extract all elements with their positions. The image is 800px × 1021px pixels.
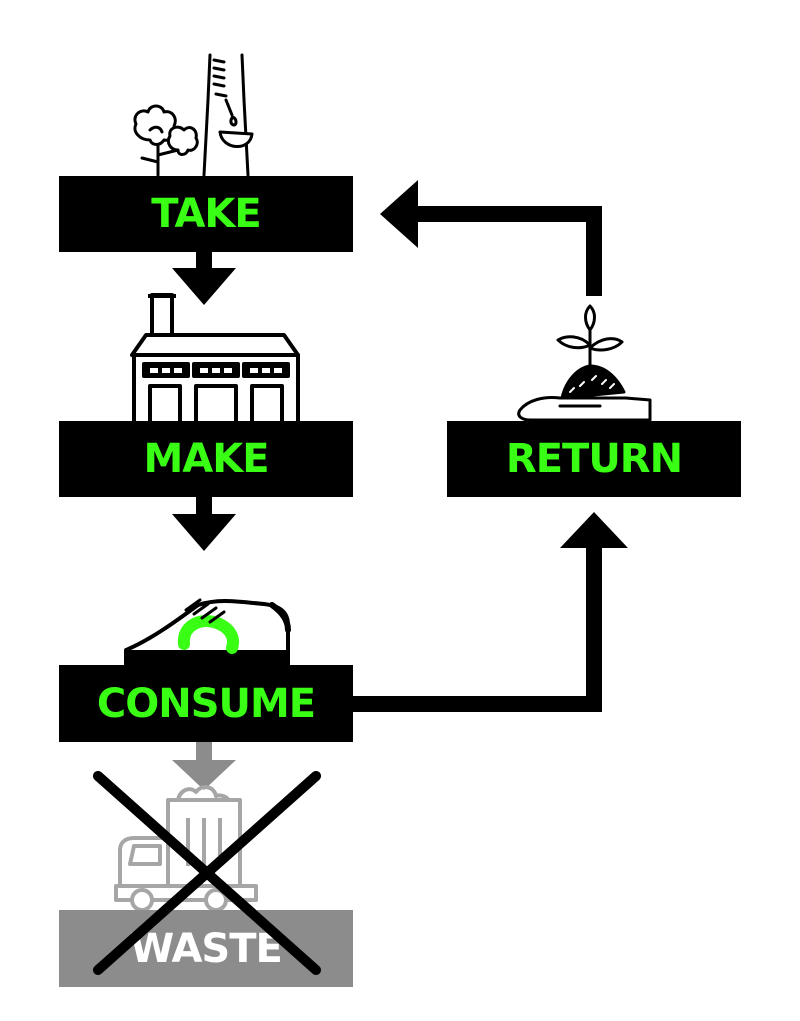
sneaker-icon <box>124 598 291 666</box>
step-make-box: MAKE <box>59 421 353 497</box>
arrow-consume-to-return <box>350 512 628 712</box>
arrow-consume-to-waste <box>172 742 236 790</box>
step-consume-box: CONSUME <box>59 665 353 742</box>
step-return-box: RETURN <box>447 421 741 497</box>
plant-in-hand-icon <box>517 304 652 422</box>
rubber-tree-tap-icon <box>202 53 254 177</box>
step-consume-label: CONSUME <box>96 680 316 727</box>
factory-icon <box>130 293 300 425</box>
arrow-take-to-make <box>172 251 236 305</box>
cotton-plant-icon <box>133 104 199 177</box>
step-return-label: RETURN <box>505 436 683 482</box>
step-waste-label: WASTE <box>130 925 283 972</box>
step-take-label: TAKE <box>151 191 261 237</box>
step-take-box: TAKE <box>59 176 353 252</box>
arrow-return-to-take <box>380 180 602 296</box>
arrow-make-to-consume <box>172 497 236 551</box>
step-make-label: MAKE <box>143 436 269 482</box>
step-waste-box: WASTE <box>59 910 353 987</box>
